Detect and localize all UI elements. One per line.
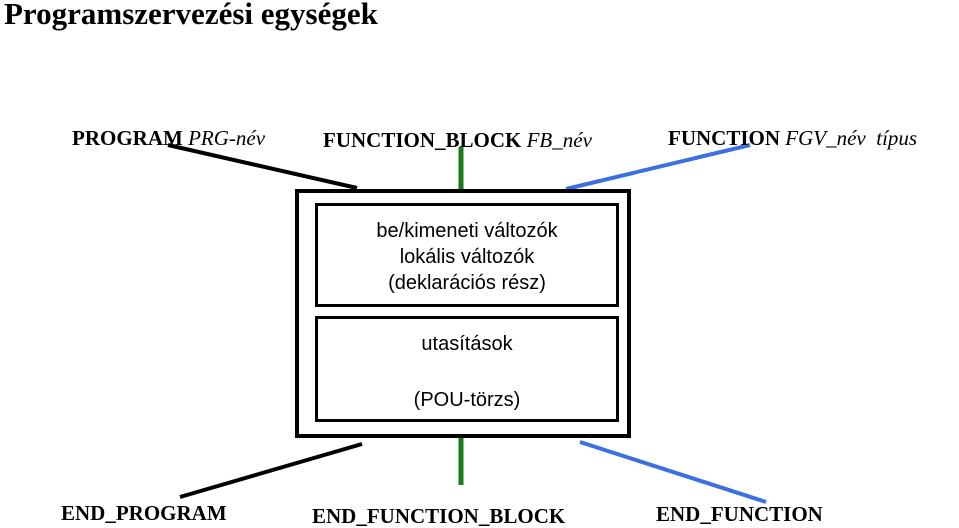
function-name: FGV_név típus <box>785 126 918 150</box>
end-function-block-label: END_FUNCTION_BLOCK <box>312 506 565 527</box>
end-program-connector <box>179 442 363 499</box>
body-box: utasítások (POU-törzs) <box>315 316 619 422</box>
function-label: FUNCTION FGV_név típus <box>668 128 917 149</box>
program-label: PROGRAM PRG-név <box>72 128 265 149</box>
program-connector <box>167 143 358 190</box>
function-block-label: FUNCTION_BLOCK FB_név <box>323 130 592 151</box>
body-line-1: utasítások <box>421 333 513 355</box>
function-block-name: FB_név <box>526 128 592 152</box>
end-function-block-keyword: END_FUNCTION_BLOCK <box>312 504 566 528</box>
program-keyword: PROGRAM <box>72 126 183 150</box>
pou-outer-frame <box>295 189 631 438</box>
function-block-keyword: FUNCTION_BLOCK <box>323 128 522 152</box>
declaration-line-2: lokális változók <box>399 246 535 268</box>
body-line-2: (POU-törzs) <box>413 389 521 411</box>
declaration-line-3: (deklarációs rész) <box>388 272 546 294</box>
end-function-label: END_FUNCTION <box>656 504 823 525</box>
declaration-box: be/kimeneti változók lokális változók (d… <box>315 203 619 307</box>
declaration-line-1: be/kimeneti változók <box>376 220 558 242</box>
program-name: PRG-név <box>188 126 266 150</box>
function-connector <box>565 143 751 191</box>
end-program-keyword: END_PROGRAM <box>61 501 227 525</box>
page-title: Programszervezési egységek <box>4 0 378 31</box>
end-function-connector <box>579 440 767 504</box>
end-program-label: END_PROGRAM <box>61 503 227 524</box>
function-keyword: FUNCTION <box>668 126 781 150</box>
end-function-keyword: END_FUNCTION <box>656 502 823 526</box>
